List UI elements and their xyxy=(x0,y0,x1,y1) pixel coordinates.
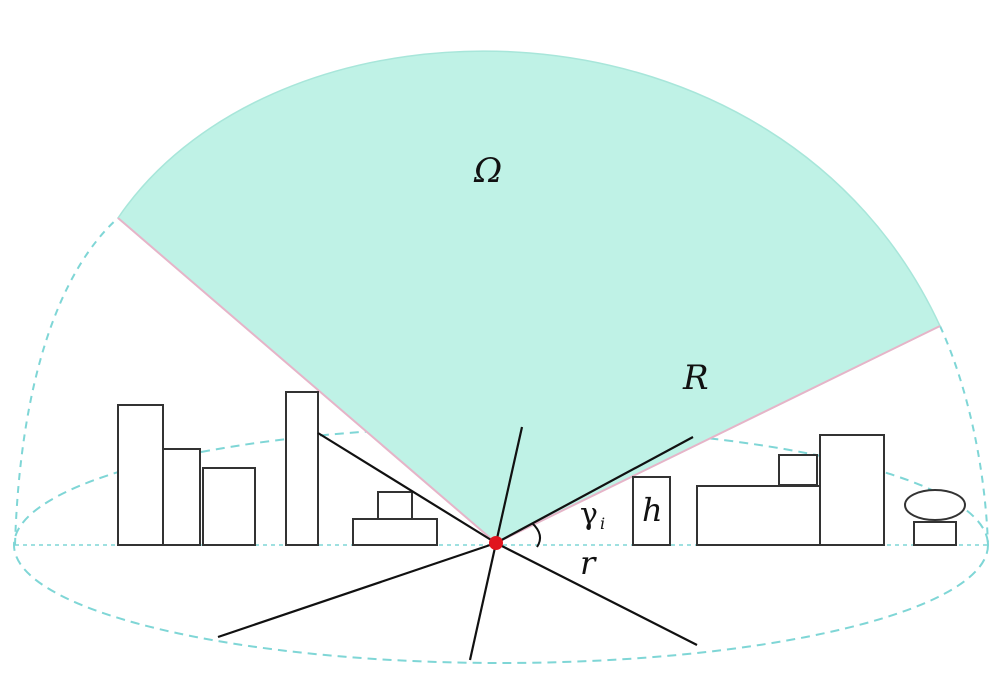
dome-building-base xyxy=(913,521,957,546)
label-r: r xyxy=(580,544,597,582)
dome-arc-left xyxy=(14,217,119,546)
building-2 xyxy=(162,448,201,546)
building-6-base xyxy=(696,485,822,546)
radial-line-lower-left xyxy=(217,541,497,639)
building-5-base xyxy=(352,518,438,546)
label-gamma-subscript: i xyxy=(600,514,605,533)
building-4 xyxy=(285,391,319,546)
building-3 xyxy=(202,467,256,546)
label-omega: Ω xyxy=(473,151,502,191)
radial-line-r xyxy=(495,436,694,544)
radial-lines xyxy=(217,426,698,661)
radial-line-upper-left xyxy=(317,432,497,544)
sector-edge-left xyxy=(117,217,497,544)
sector-edge-right xyxy=(495,325,941,544)
radial-line-up xyxy=(494,426,524,544)
angle-arc-gamma xyxy=(531,522,542,548)
building-h xyxy=(632,476,671,546)
sky-sector-omega xyxy=(117,50,941,544)
observer-point xyxy=(489,536,503,550)
dome-building-top xyxy=(904,489,966,521)
label-gamma: γ xyxy=(580,497,598,532)
building-6-top xyxy=(778,454,818,486)
buildings xyxy=(117,391,966,546)
building-5-top xyxy=(377,491,413,520)
building-7 xyxy=(819,434,885,546)
label-h: h xyxy=(642,491,663,529)
radial-line-lower-right xyxy=(495,542,698,646)
building-1 xyxy=(117,404,164,546)
radial-line-down xyxy=(468,542,498,661)
label-R: R xyxy=(682,358,709,398)
